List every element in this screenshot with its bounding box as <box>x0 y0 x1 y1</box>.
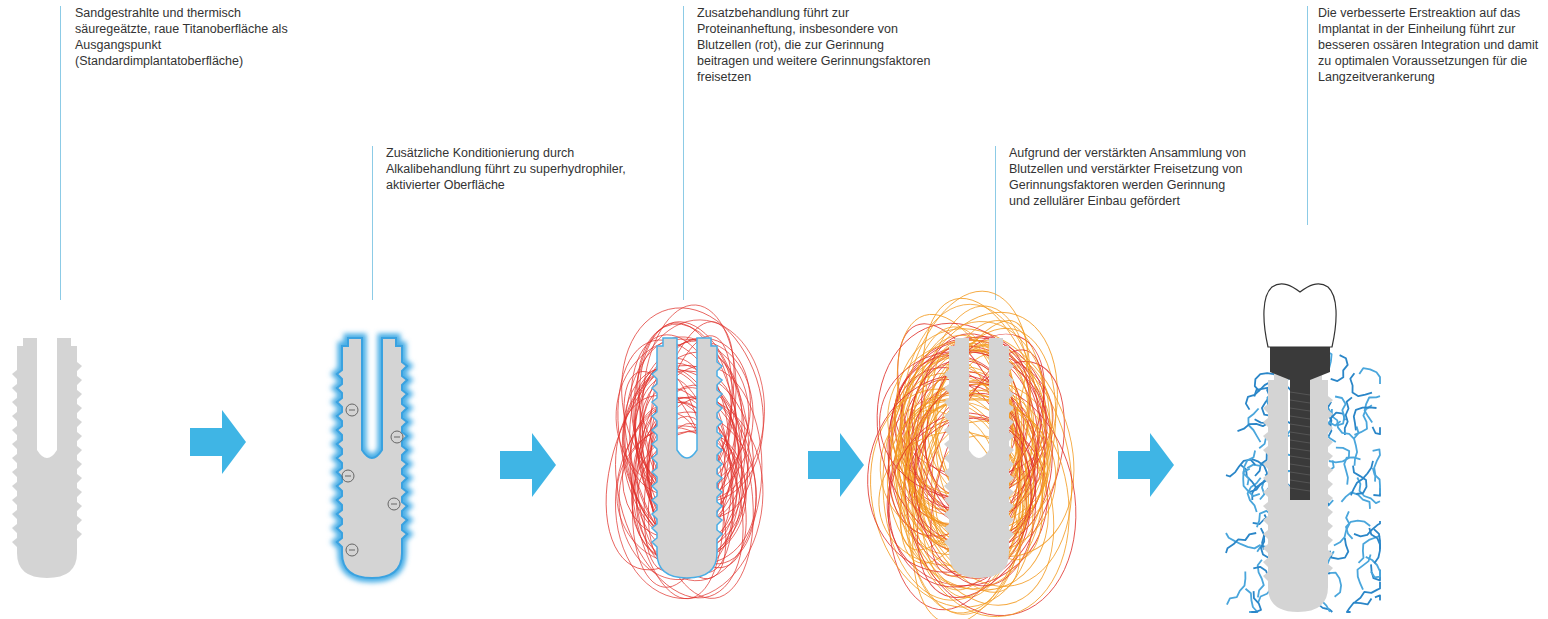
bone-strand <box>1354 407 1377 430</box>
screw-thread <box>1290 472 1310 475</box>
bone-strand <box>1243 469 1260 496</box>
bone-strand <box>1347 599 1372 612</box>
bone-strand <box>1351 461 1373 495</box>
screw-thread <box>1290 464 1310 467</box>
abutment-screw <box>1290 392 1310 491</box>
negative-charges <box>342 404 403 556</box>
coagulation-loops <box>849 280 1107 619</box>
bone-strand <box>1334 511 1350 545</box>
bone-strand <box>1354 426 1359 465</box>
screw-thread <box>1290 424 1310 427</box>
bone-strand <box>1350 373 1372 396</box>
screw-thread <box>1290 440 1310 443</box>
bone-strand <box>1354 521 1380 537</box>
step-description: Zusatzbehandlung führt zur Proteinanheft… <box>697 5 937 85</box>
blood-cell-loop <box>627 328 749 578</box>
blood-cell-loops <box>580 293 783 614</box>
step-description: Die verbesserte Erstreaktion auf das Imp… <box>1318 5 1542 85</box>
bone-strand <box>1366 557 1380 577</box>
bone-strand <box>1375 595 1380 599</box>
bone-strand <box>1369 528 1380 563</box>
screw-thread <box>1290 456 1310 459</box>
bone-strand <box>1357 478 1380 504</box>
bone-strand <box>1329 448 1349 463</box>
bone-strand <box>1244 451 1256 486</box>
screw-thread <box>1290 432 1310 435</box>
bone-strand <box>1227 572 1246 605</box>
step-description: Zusätzliche Konditionierung durch Alkali… <box>386 145 626 193</box>
screw-thread <box>1290 408 1310 411</box>
implant <box>944 338 1014 578</box>
bone-strand <box>1226 533 1256 553</box>
hydrophilic-glow <box>337 338 407 578</box>
screw-thread <box>1290 448 1310 451</box>
bone-strand <box>1330 538 1349 559</box>
crown <box>1264 284 1336 347</box>
leader-lines <box>61 6 1308 300</box>
step-description: Aufgrund der verstärkten Ansammlung von … <box>1009 145 1249 209</box>
bone-strand <box>1373 427 1381 434</box>
screw-thread <box>1290 480 1310 483</box>
bone-strand <box>1341 492 1370 509</box>
bone-strand <box>1365 396 1380 422</box>
bone-strand <box>1252 591 1261 612</box>
blood-cell-loop <box>580 334 768 587</box>
abutment <box>1270 347 1330 500</box>
bone-strand <box>1226 460 1255 477</box>
bone-strand <box>1373 488 1380 496</box>
bone-strand <box>1344 457 1360 484</box>
implant <box>12 338 82 578</box>
bone-strand <box>1331 355 1348 381</box>
screw-thread <box>1290 392 1310 395</box>
step-description: Sandgestrahlte und thermisch säuregeätzt… <box>75 5 315 69</box>
bone-strand <box>1359 368 1380 384</box>
bone-strand <box>1358 554 1371 589</box>
screw-thread <box>1290 488 1310 491</box>
screw-thread <box>1290 400 1310 403</box>
bone-strand <box>1258 560 1264 598</box>
screw-thread <box>1290 416 1310 419</box>
implant <box>652 338 722 578</box>
bone-strand <box>1373 468 1380 494</box>
coagulation-loop <box>862 302 1106 584</box>
implant <box>337 338 407 578</box>
bone-strand <box>1355 582 1380 602</box>
